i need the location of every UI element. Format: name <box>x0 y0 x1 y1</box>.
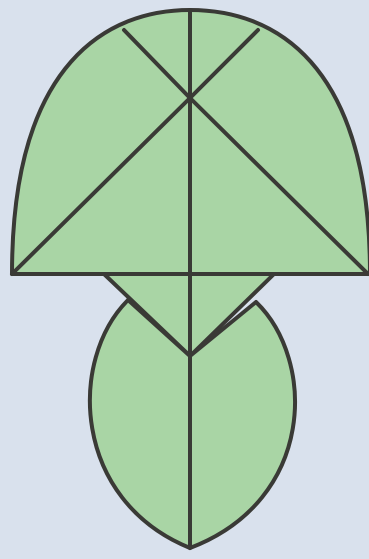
figure-canvas <box>0 0 369 559</box>
tangram-mushroom-figure <box>0 0 369 559</box>
